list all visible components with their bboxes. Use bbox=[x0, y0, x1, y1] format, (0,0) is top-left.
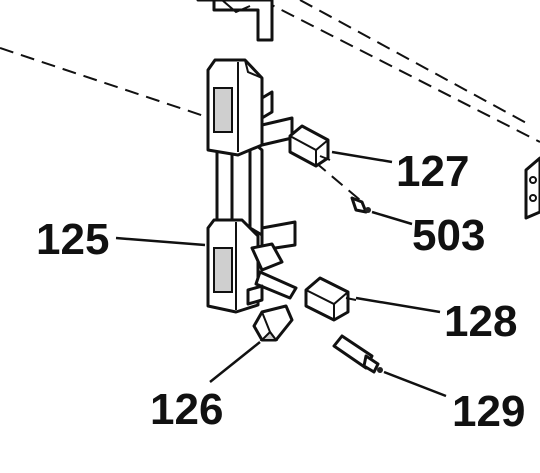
callout-127: 127 bbox=[396, 147, 469, 196]
callout-128: 128 bbox=[444, 297, 517, 346]
actuator-knob-part bbox=[252, 304, 294, 342]
callout-503: 503 bbox=[412, 211, 485, 260]
callout-125: 125 bbox=[36, 215, 109, 264]
leader-127 bbox=[331, 150, 393, 164]
leader-126 bbox=[209, 341, 261, 383]
leader-503 bbox=[371, 210, 413, 226]
screw-part bbox=[350, 196, 371, 214]
callout-129: 129 bbox=[452, 387, 525, 436]
callout-126: 126 bbox=[150, 385, 223, 434]
lower-microswitch-part bbox=[304, 276, 357, 322]
switch-holder-part bbox=[206, 58, 298, 314]
alignment-lines bbox=[0, 0, 540, 201]
housing-fragment bbox=[196, 0, 274, 42]
leader-125 bbox=[115, 236, 206, 247]
leader-129 bbox=[383, 370, 447, 398]
leader-lines bbox=[115, 150, 447, 398]
bracket-fragment bbox=[524, 156, 540, 220]
leader-128 bbox=[355, 296, 441, 314]
plunger-pin-part bbox=[332, 334, 383, 374]
upper-microswitch-part bbox=[288, 124, 331, 168]
